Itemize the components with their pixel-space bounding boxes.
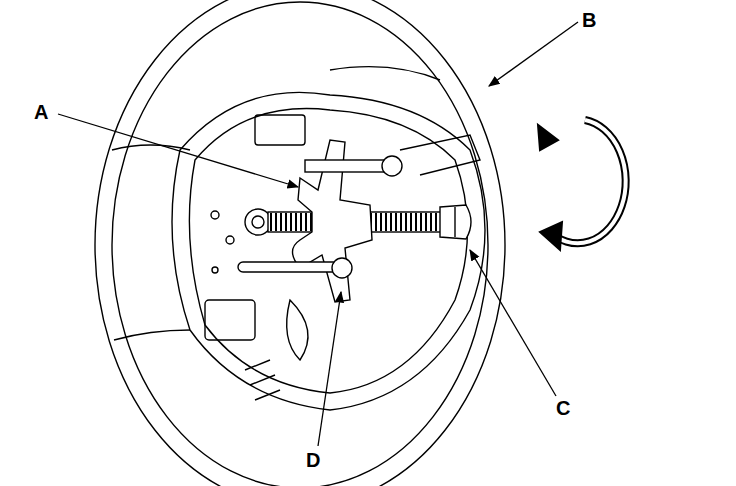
upper-bolt-head <box>382 156 402 176</box>
leader-line <box>318 292 341 446</box>
center-bolt-head <box>440 205 471 239</box>
hub-connector <box>205 300 255 340</box>
rotation-symbol <box>538 120 626 250</box>
rotation-arrowhead <box>538 125 558 150</box>
wheel-spoke <box>330 67 440 80</box>
hub-hole <box>226 236 234 244</box>
leader-line <box>470 250 556 396</box>
leader-line <box>58 114 298 187</box>
callout-letter: C <box>556 398 570 418</box>
hub-cable <box>287 300 308 360</box>
shaft-nut <box>245 209 271 235</box>
callout-letter: B <box>582 10 596 30</box>
rotation-arrowhead <box>540 222 562 250</box>
hub-hole <box>212 267 218 273</box>
steering-wheel <box>95 0 505 486</box>
leader-line <box>489 22 578 86</box>
hub-inner-edge <box>189 109 467 393</box>
hub-opening <box>172 92 485 410</box>
upper-bolt <box>305 160 385 172</box>
wheel-rim-outer <box>95 0 505 486</box>
wheel-spoke <box>114 330 190 340</box>
lower-bolt-head <box>332 258 352 278</box>
rim-switch-slots <box>245 360 280 400</box>
lower-bolt <box>238 262 338 272</box>
shaft-end <box>252 216 264 228</box>
hub-lever <box>400 135 480 175</box>
hub-connector <box>255 115 305 145</box>
wheel-rim-inner <box>112 2 488 486</box>
hub-hole <box>211 211 219 219</box>
leader-lines <box>58 22 578 446</box>
callout-letter: A <box>34 102 48 122</box>
wheel-spoke <box>112 145 190 150</box>
bolt-head-edge <box>454 207 455 237</box>
steering-wheel-puller <box>238 140 471 302</box>
callout-letter: D <box>306 450 320 470</box>
